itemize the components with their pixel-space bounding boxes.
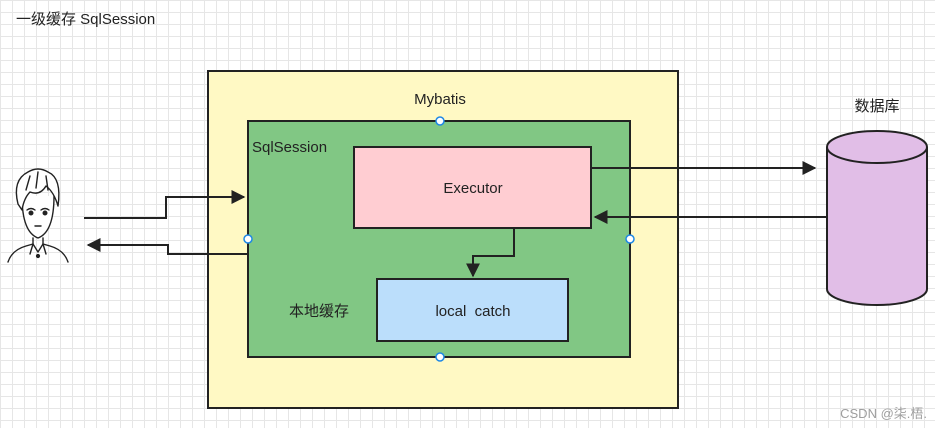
executor-box — [353, 146, 592, 229]
local-catch-box — [376, 278, 569, 342]
sqlsession-to-user-arrow — [86, 238, 248, 255]
mybatis-label: Mybatis — [414, 91, 466, 108]
handle-bottom — [435, 352, 445, 362]
executor-to-cache-arrow — [466, 229, 515, 278]
local-catch-label: local catch — [435, 303, 510, 320]
user-to-sqlsession-arrow — [84, 190, 246, 219]
handle-left — [243, 234, 253, 244]
database-label: 数据库 — [854, 98, 899, 115]
diagram-title: 一级缓存 SqlSession — [16, 11, 155, 28]
handle-right — [625, 234, 635, 244]
connection-handles — [243, 116, 635, 362]
executor-label: Executor — [443, 180, 502, 197]
handle-top — [435, 116, 445, 126]
user-avatar-icon — [7, 168, 69, 263]
watermark: CSDN @柒.梧. — [840, 406, 927, 421]
database-cylinder-icon — [826, 130, 928, 306]
sqlsession-label: SqlSession — [252, 139, 327, 156]
local-cache-label: 本地缓存 — [289, 303, 349, 320]
